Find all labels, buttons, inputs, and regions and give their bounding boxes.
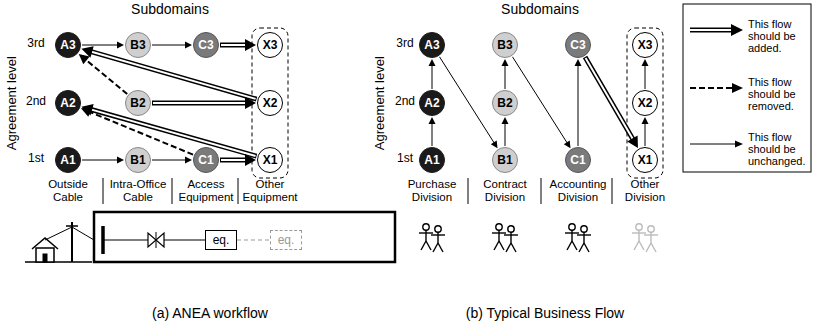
flow-arrow [585, 57, 638, 148]
subdomain-circle: A2 [55, 90, 81, 116]
flow-arrow [82, 157, 124, 164]
axis-title: Agreement level [5, 38, 19, 168]
level-label: 2nd [390, 95, 420, 108]
other-group-frame [627, 28, 663, 178]
subdomain-circle: X1 [257, 147, 283, 173]
subdomain-circle: X1 [632, 147, 658, 173]
subdomain-circle: B1 [125, 147, 151, 173]
network-illustration [25, 212, 395, 262]
node-text: A3 [60, 38, 75, 52]
node-text: eq. [213, 233, 230, 247]
subdomain-circle: C3 [193, 32, 219, 58]
flow-arrow [152, 42, 192, 49]
node-text: B2 [497, 96, 512, 110]
node-text: A2 [424, 96, 439, 110]
equipment-box: eq. [270, 230, 302, 250]
flow-arrow [429, 59, 436, 89]
flow-arrow [81, 104, 256, 156]
panel-caption: (b) Typical Business Flow [425, 306, 665, 321]
panel-title: Subdomains [110, 2, 230, 17]
subdomain-circle: A2 [419, 90, 445, 116]
node-text: A3 [424, 38, 439, 52]
flow-arrow [220, 39, 256, 51]
subdomain-circle: X3 [632, 32, 658, 58]
subdomain-label: Other Equipment [237, 178, 303, 203]
subdomain-circle: B2 [492, 90, 518, 116]
node-text: C3 [198, 38, 213, 52]
column-separators [103, 178, 612, 204]
subdomain-circle: B3 [125, 32, 151, 58]
node-text: B2 [130, 96, 145, 110]
flow-arrow [513, 57, 571, 148]
node-text: A1 [424, 153, 439, 167]
flow-arrow [220, 154, 256, 166]
subdomain-circle: A3 [55, 32, 81, 58]
subdomain-circle: X2 [257, 90, 283, 116]
node-text: X2 [638, 96, 653, 110]
subdomain-circle: X3 [257, 32, 283, 58]
subdomain-circle: X2 [632, 90, 658, 116]
equipment-box: eq. [205, 230, 237, 250]
subdomain-label: Contract Division [470, 178, 540, 203]
legend-text: This flow should be unchanged. [748, 131, 808, 167]
subdomain-label: Accounting Division [542, 178, 614, 203]
subdomain-circle: C1 [565, 147, 591, 173]
node-text: B3 [130, 38, 145, 52]
flow-arrow [152, 97, 256, 109]
subdomain-circle: A3 [419, 32, 445, 58]
level-label: 2nd [21, 95, 51, 108]
flow-arrow [152, 157, 192, 164]
subdomain-circle: A1 [419, 147, 445, 173]
node-text: X1 [638, 153, 653, 167]
flow-arrow [575, 59, 582, 146]
node-text: B3 [497, 38, 512, 52]
staff-icons [419, 224, 658, 252]
node-text: X3 [263, 38, 278, 52]
level-label: 1st [390, 152, 420, 165]
panel-caption: (a) ANEA workflow [100, 306, 320, 321]
subdomain-label: Purchase Division [397, 178, 467, 203]
subdomain-label: Other Division [613, 178, 677, 203]
node-text: A1 [60, 153, 75, 167]
flow-arrow [440, 57, 498, 148]
legend-text: This flow should be added. [748, 18, 808, 54]
node-text: X2 [263, 96, 278, 110]
subdomain-circle: B2 [125, 90, 151, 116]
subdomain-label: Access Equipment [173, 178, 239, 203]
flow-arrow [502, 117, 509, 146]
flow-arrow [79, 54, 127, 94]
panel-title: Subdomains [480, 2, 600, 17]
subdomain-circle: B1 [492, 147, 518, 173]
node-text: B1 [130, 153, 145, 167]
subdomain-label: Outside Cable [35, 178, 101, 203]
node-text: C1 [198, 153, 213, 167]
legend-text: This flow should be removed. [748, 76, 808, 112]
node-text: X1 [263, 153, 278, 167]
node-text: A2 [60, 96, 75, 110]
flow-arrow [642, 59, 649, 89]
node-text: C1 [570, 153, 585, 167]
level-label: 3rd [21, 37, 51, 50]
legend-samples [690, 24, 743, 148]
node-text: C3 [570, 38, 585, 52]
level-label: 3rd [390, 37, 420, 50]
subdomain-circle: C3 [565, 32, 591, 58]
subdomain-circle: A1 [55, 147, 81, 173]
flow-arrow [642, 117, 649, 146]
legend-frame [683, 4, 811, 172]
node-text: eq. [278, 233, 295, 247]
subdomain-circle: C1 [193, 147, 219, 173]
node-text: B1 [497, 153, 512, 167]
flow-arrow [429, 117, 436, 146]
node-text: X3 [638, 38, 653, 52]
axis-title: Agreement level [373, 38, 387, 168]
other-group-frame [252, 28, 288, 178]
flow-arrow [502, 59, 509, 89]
flow-arrow [81, 46, 256, 99]
subdomain-circle: B3 [492, 32, 518, 58]
level-label: 1st [21, 152, 51, 165]
subdomain-label: Intra-Office Cable [105, 178, 171, 203]
